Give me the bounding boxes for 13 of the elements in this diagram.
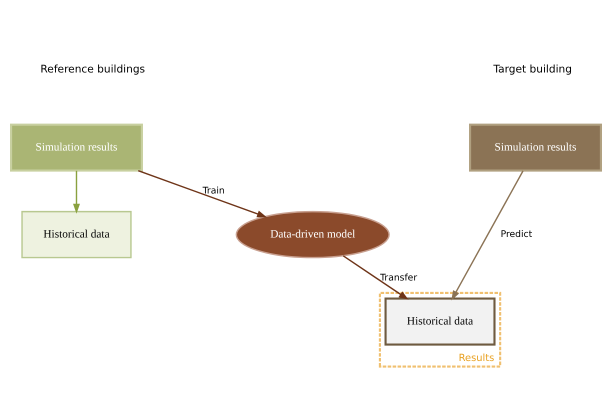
node-box: Historical data xyxy=(21,210,132,258)
edge-label: Predict xyxy=(500,228,532,240)
arrow xyxy=(73,170,80,214)
label: Target building xyxy=(493,62,572,75)
node-box: Simulation results xyxy=(469,123,602,172)
arrow xyxy=(138,170,267,217)
label: Reference buildings xyxy=(40,62,146,75)
edge-label: Transfer xyxy=(380,272,418,284)
node-box: Historical data xyxy=(384,297,496,346)
arrow xyxy=(342,254,409,300)
node-box: Simulation results xyxy=(10,123,143,172)
arrow xyxy=(451,170,524,300)
edge-label: Train xyxy=(202,185,225,196)
